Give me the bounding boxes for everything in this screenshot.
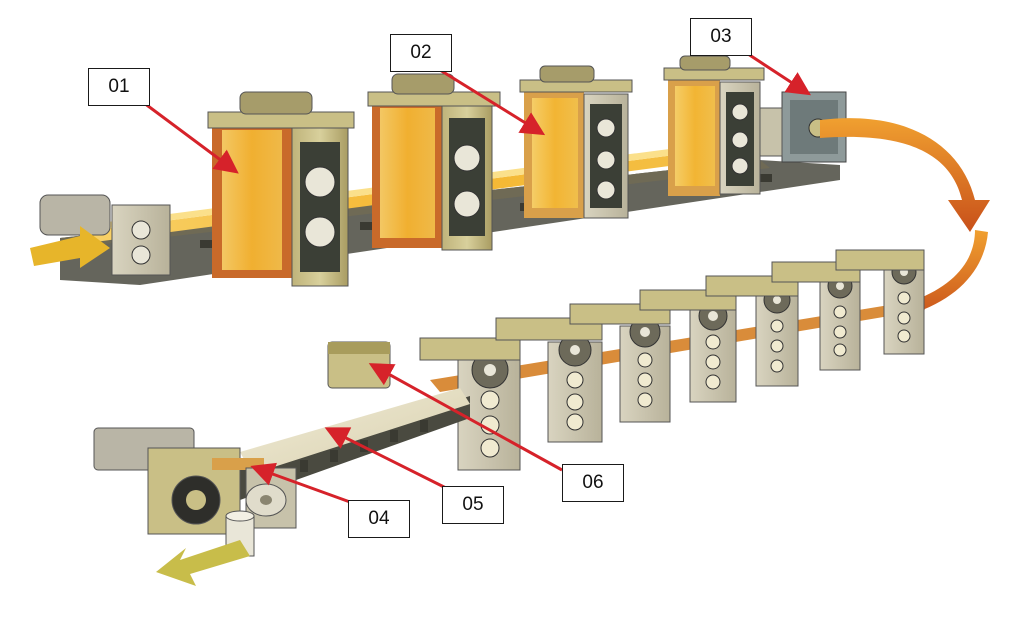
callout-02: 02	[390, 34, 452, 72]
leader-arrow-06	[368, 363, 563, 472]
rolling-stand-icon	[207, 91, 355, 287]
rolling-stand-icon	[367, 73, 501, 251]
callout-01: 01	[88, 68, 150, 106]
flow-arrow-icon	[156, 540, 250, 586]
callout-label: 04	[368, 508, 390, 529]
callout-05: 05	[442, 486, 504, 524]
leader-arrow-05	[324, 427, 447, 490]
rolling-stand-icon	[639, 289, 737, 403]
coiler-icon	[93, 427, 297, 535]
leader-arrow-03	[744, 50, 812, 96]
leader-arrow-01	[139, 98, 239, 174]
callout-label: 05	[462, 494, 484, 515]
rolling-stand-icon	[835, 249, 925, 355]
rolling-stand-icon	[663, 55, 765, 196]
callout-04: 04	[348, 500, 410, 538]
callout-label: 03	[710, 26, 732, 47]
finishing-mill-line	[93, 249, 925, 586]
leader-arrows	[139, 50, 812, 504]
flow-arrow-icon	[30, 226, 110, 268]
rolling-stand-icon	[495, 317, 603, 443]
callout-label: 02	[410, 42, 432, 63]
leader-arrow-02	[439, 68, 546, 136]
flow-arrow-icon	[820, 118, 990, 232]
callout-03: 03	[690, 18, 752, 56]
callout-label: 01	[108, 76, 130, 97]
rolling-stand-icon	[519, 65, 633, 219]
callout-label: 06	[582, 472, 604, 493]
callout-06: 06	[562, 464, 624, 502]
hot-mill-line	[30, 55, 847, 287]
leader-arrow-04	[250, 462, 351, 504]
